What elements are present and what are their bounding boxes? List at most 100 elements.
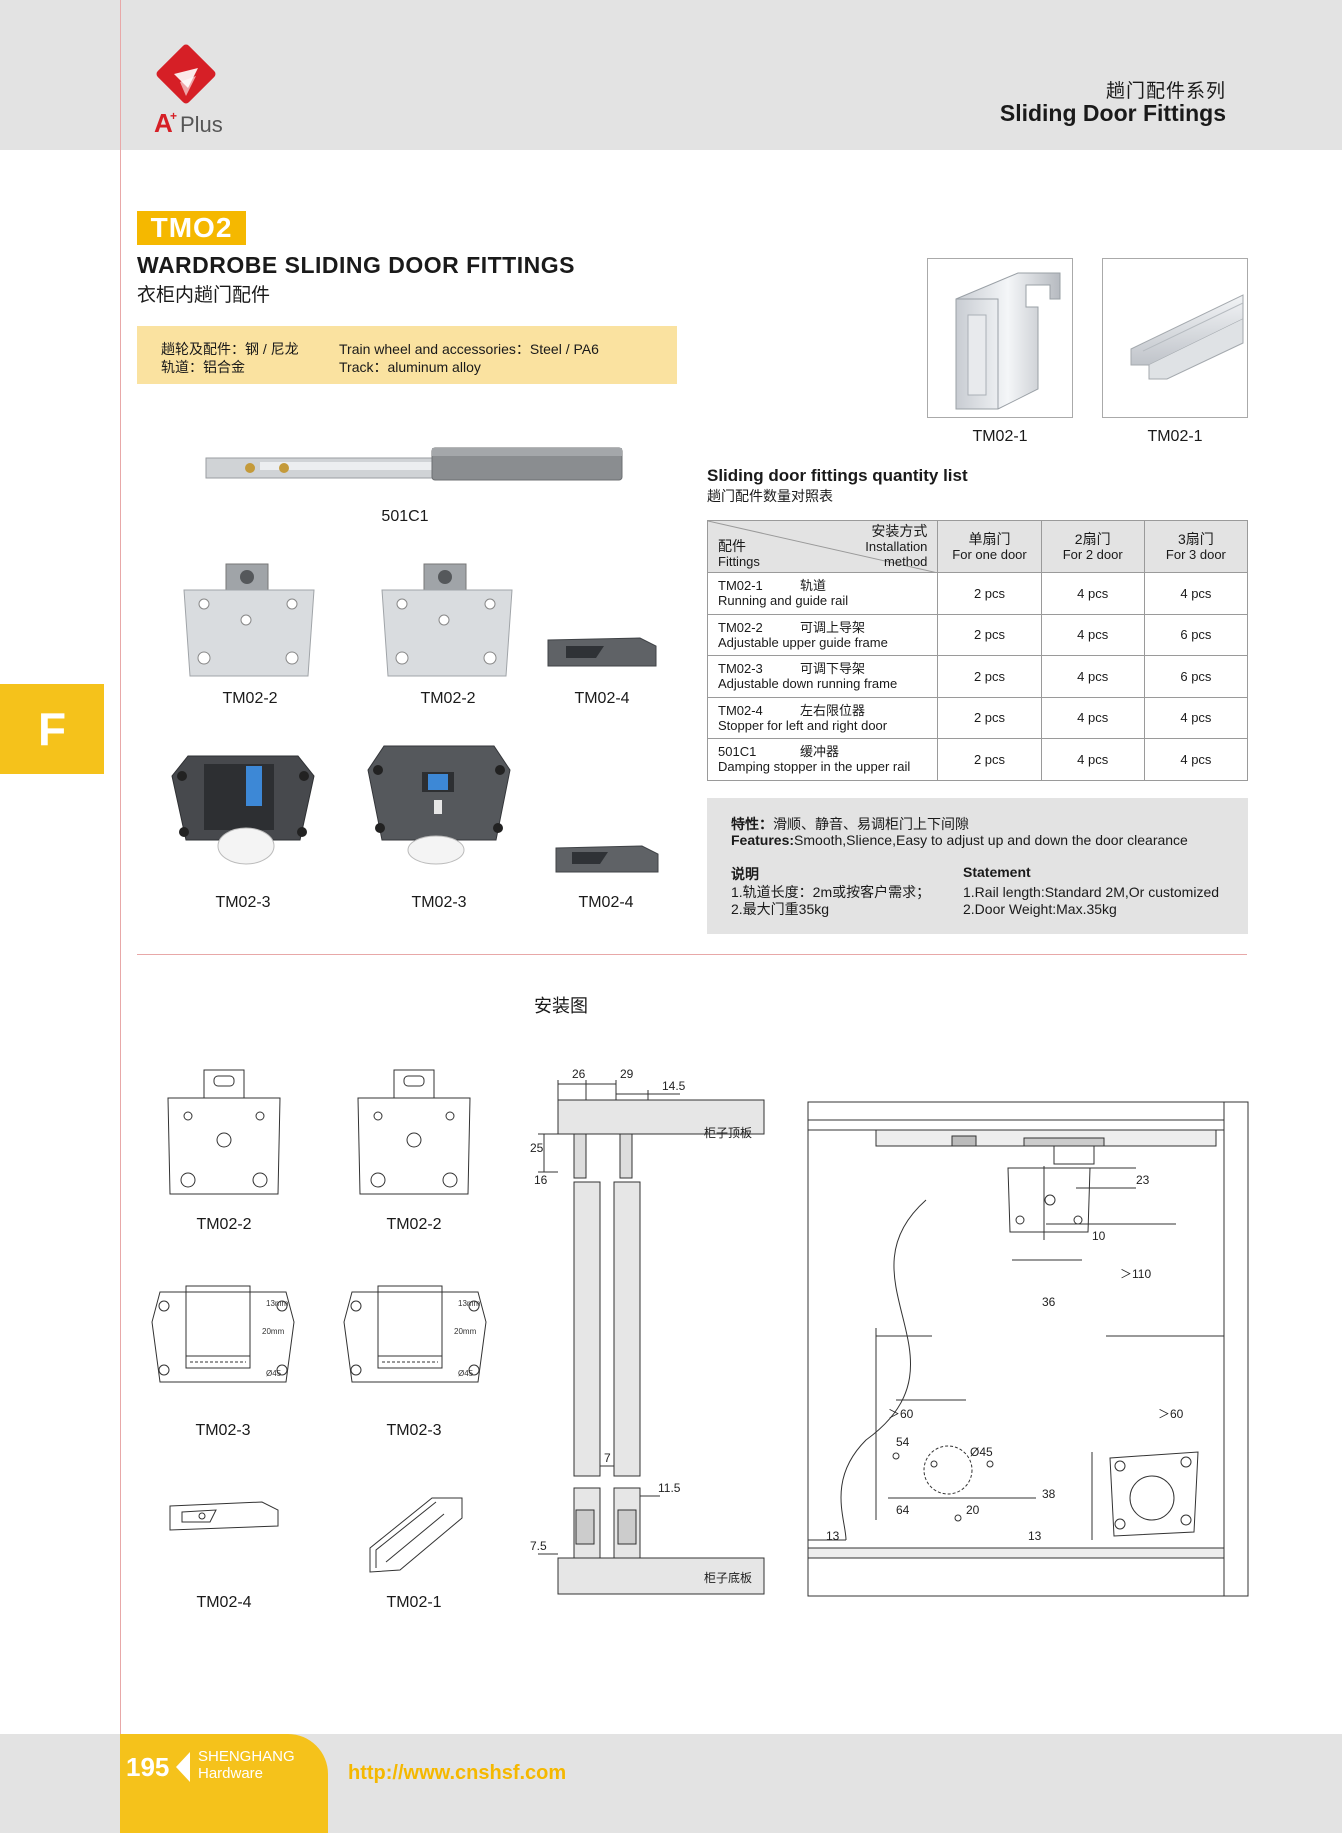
roller-b-mark-13: 13mm (458, 1299, 481, 1308)
header-three-door-cn: 3扇门 (1178, 530, 1214, 547)
table-header-three-door: 3扇门 For 3 door (1143, 520, 1249, 573)
label-bottom-panel: 柜子底板 (704, 1570, 752, 1585)
header-one-door-cn: 单扇门 (968, 530, 1011, 547)
dim-11-5: 11.5 (658, 1481, 681, 1495)
row-code: 501C1 (718, 744, 757, 760)
row-name-cn: 缓冲器 (800, 744, 840, 760)
svg-text:+: + (170, 109, 177, 123)
row-name-en: Adjustable upper guide frame (718, 634, 888, 650)
photo-roller-b (364, 736, 514, 866)
drawing-caption-roller-b: TM02-3 (386, 1422, 442, 1439)
header-band (0, 0, 1342, 150)
installation-title: 安装图 (534, 996, 588, 1016)
header-method-en-2: method (884, 554, 928, 569)
roller-b-mark-45: Ø45 (458, 1369, 474, 1378)
dim-29: 29 (620, 1067, 634, 1081)
photo-roller-a (168, 736, 318, 866)
header-two-door-en: For 2 door (1062, 546, 1123, 562)
dim-14-5: 14.5 (662, 1079, 686, 1093)
photo-rail-profile-b (1102, 258, 1248, 418)
table-header-one-door: 单扇门 For one door (937, 520, 1042, 573)
footer-url-link[interactable]: http://www.cnshsf.com (348, 1762, 567, 1784)
dim-36: 36 (1042, 1295, 1056, 1309)
drawing-rail (366, 1488, 466, 1578)
row-qty-two: 4 pcs (1040, 696, 1145, 739)
row-qty-two: 4 pcs (1040, 738, 1145, 781)
roller-a-mark-45: Ø45 (266, 1369, 282, 1378)
drawing-caption-plate-b: TM02-2 (386, 1216, 442, 1233)
caption-roller-a: TM02-3 (215, 894, 271, 911)
quantity-table: 安装方式 Installation method 配件 Fittings 单扇门… (706, 520, 1249, 781)
footer-brand-line2: Hardware (198, 1765, 264, 1782)
caption-damper: 501C1 (381, 508, 429, 525)
dim-7: 7 (604, 1451, 611, 1465)
header-three-door-en: For 3 door (1165, 546, 1226, 562)
dim-38: 38 (1042, 1487, 1056, 1501)
row-item: 501C1 缓冲器 Damping stopper in the upper ra… (706, 738, 939, 781)
model-badge: TMO2 (137, 211, 246, 245)
material-box: 趟轮及配件：钢 / 尼龙 轨道：铝合金 Train wheel and acce… (137, 326, 677, 384)
table-header-two-door: 2扇门 For 2 door (1040, 520, 1145, 573)
drawing-caption-plate-a: TM02-2 (196, 1216, 252, 1233)
product-title-en: WARDROBE SLIDING DOOR FITTINGS (137, 252, 575, 278)
row-qty-one: 2 pcs (937, 655, 1042, 698)
dim-60-right: ＞60 (1158, 1407, 1184, 1421)
features-text-cn: 滑顺、静音、易调柜门上下间隙 (773, 816, 969, 832)
drawing-caption-rail: TM02-1 (386, 1594, 442, 1611)
logo-text: Plus (180, 112, 223, 137)
dim-60-left: ＞60 (888, 1407, 914, 1421)
row-qty-two: 4 pcs (1040, 572, 1145, 615)
left-margin-rule (120, 0, 121, 1833)
section-drawing: 26 29 14.5 25 16 7 11.5 7.5 柜子顶板 柜子底板 (530, 1060, 780, 1606)
header-one-door-en: For one door (952, 546, 1027, 562)
features-label-en: Features: (731, 832, 795, 848)
row-qty-three: 4 pcs (1143, 696, 1249, 739)
table-header-row: 安装方式 Installation method 配件 Fittings 单扇门… (706, 520, 1249, 573)
row-qty-three: 6 pcs (1143, 613, 1249, 656)
row-name-en: Stopper for left and right door (718, 717, 888, 733)
row-name-cn: 轨道 (800, 578, 827, 594)
header-method-en-1: Installation (865, 539, 928, 554)
row-qty-one: 2 pcs (937, 613, 1042, 656)
caption-rail-b: TM02-1 (1147, 428, 1203, 445)
header-fittings-en: Fittings (718, 554, 760, 569)
caption-stopper-a: TM02-4 (574, 690, 630, 707)
dim-20: 20 (966, 1503, 980, 1517)
row-name-en: Damping stopper in the upper rail (718, 759, 911, 775)
photo-guide-plate-a (180, 560, 320, 680)
product-title-cn: 衣柜内趟门配件 (137, 285, 271, 306)
footer-brand-line1: SHENGHANG (198, 1748, 295, 1765)
footer-brand: SHENGHANG Hardware (198, 1748, 295, 1782)
page-arrow-icon (176, 1752, 190, 1782)
caption-rail-a: TM02-1 (972, 428, 1028, 445)
photo-stopper-b (552, 842, 662, 878)
svg-text:A: A (154, 108, 173, 138)
row-name-cn: 可调上导架 (800, 619, 866, 635)
row-qty-one: 2 pcs (937, 696, 1042, 739)
features-box: 特性：滑顺、静音、易调柜门上下间隙 Features:Smooth,Slienc… (707, 798, 1248, 934)
series-title-en: Sliding Door Fittings (999, 100, 1226, 126)
drawing-caption-roller-a: TM02-3 (195, 1422, 251, 1439)
row-name-en: Running and guide rail (718, 593, 849, 609)
drawing-caption-stopper: TM02-4 (196, 1594, 252, 1611)
aplus-logo: A + Plus (152, 44, 262, 144)
dim-13-right: 13 (1028, 1529, 1042, 1543)
row-qty-three: 4 pcs (1143, 572, 1249, 615)
drawing-stopper (166, 1496, 282, 1536)
dim-10: 10 (1092, 1229, 1106, 1243)
caption-stopper-b: TM02-4 (578, 894, 634, 911)
note-cn-2: 2.最大门重35kg (731, 901, 830, 917)
row-qty-two: 4 pcs (1040, 655, 1145, 698)
roller-b-mark-20: 20mm (454, 1327, 477, 1336)
note-en-1: 1.Rail length:Standard 2M,Or customized (963, 884, 1220, 900)
features-label-cn: 特性： (731, 816, 773, 832)
header-fittings-cn: 配件 (718, 538, 746, 554)
row-qty-three: 6 pcs (1143, 655, 1249, 698)
row-qty-three: 4 pcs (1143, 738, 1249, 781)
